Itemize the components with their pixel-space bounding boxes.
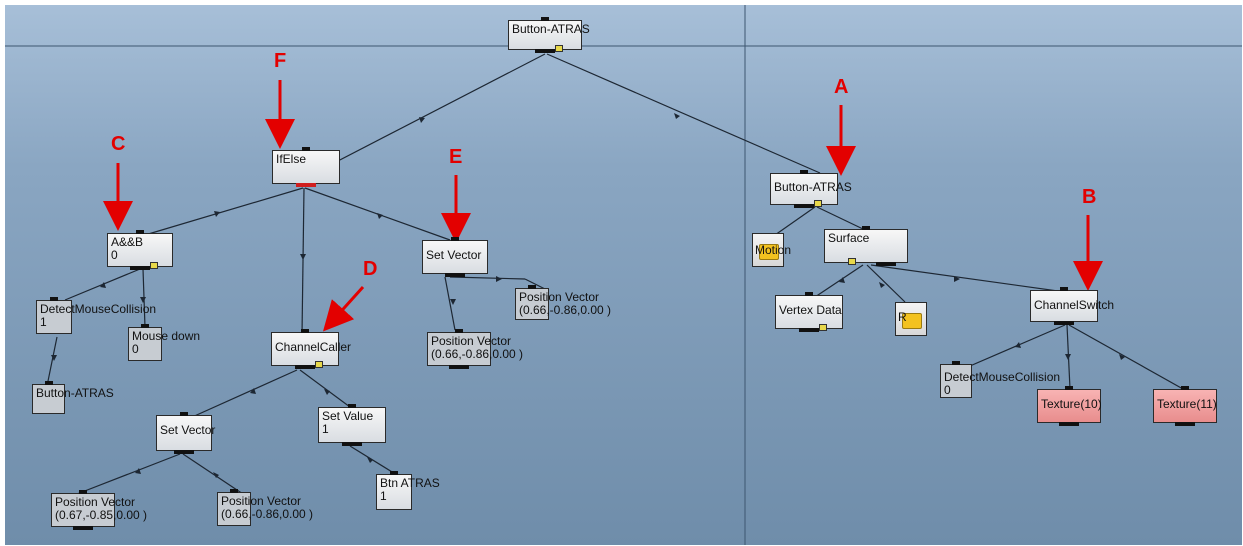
node-channel-caller[interactable]: ChannelCaller: [271, 329, 352, 369]
annotation-label-d: D: [363, 258, 378, 280]
node-surface[interactable]: Surface: [824, 226, 908, 266]
node-title: Position Vector: [519, 290, 600, 304]
node-value: (0.67,-0.85,0.00 ): [55, 508, 148, 522]
node-channel-switch[interactable]: ChannelSwitch: [1030, 287, 1115, 325]
node-title: Set Value: [322, 409, 374, 423]
annotation-label-f: F: [274, 50, 287, 72]
node-title: DetectMouseCollision: [944, 370, 1061, 384]
node-value: 0: [944, 383, 951, 397]
annotation-label-c: C: [111, 133, 126, 155]
node-title: R: [898, 310, 907, 324]
node-title: ChannelSwitch: [1034, 298, 1115, 312]
node-title: Button-ATRAS: [36, 386, 114, 400]
node-title: Vertex Data: [779, 303, 842, 317]
node-position-vector-4[interactable]: Position Vector(0.66,-0.86,0.00 ): [515, 285, 612, 320]
node-title: Button-ATRAS: [512, 22, 590, 36]
node-title: Surface: [828, 231, 870, 245]
node-value: (0.66,-0.86,0.00 ): [221, 507, 314, 521]
annotation-label-b: B: [1082, 186, 1097, 208]
node-value: 1: [380, 489, 387, 503]
node-title: DetectMouseCollision: [40, 302, 157, 316]
node-value: (0.66,-0.86,0.00 ): [519, 303, 612, 317]
node-value: 0: [111, 248, 118, 262]
node-title: Set Vector: [160, 423, 216, 437]
node-r[interactable]: R: [895, 302, 927, 336]
node-title: Mouse down: [132, 329, 201, 343]
connection-wires: [5, 5, 1242, 545]
node-position-vector-1[interactable]: Position Vector(0.67,-0.85,0.00 ): [51, 490, 148, 530]
node-title: IfElse: [276, 152, 307, 166]
node-button-atras-root[interactable]: Button-ATRAS: [508, 17, 590, 53]
node-set-vector-2[interactable]: Set Vector: [422, 237, 488, 277]
node-set-vector-1[interactable]: Set Vector: [156, 412, 216, 454]
node-value: 1: [322, 422, 329, 436]
node-title: Texture(11): [1157, 397, 1217, 411]
node-value: (0.66,-0.86,0.00 ): [431, 347, 524, 361]
node-title: Motion: [755, 243, 792, 257]
folder-icon: [902, 313, 922, 329]
node-value: 1: [40, 315, 47, 329]
node-title: ChannelCaller: [275, 340, 352, 354]
annotation-label-e: E: [449, 146, 463, 168]
node-texture-10[interactable]: Texture(10): [1037, 386, 1102, 426]
node-motion[interactable]: Motion: [752, 233, 791, 267]
node-button-atras-a[interactable]: Button-ATRAS: [770, 170, 852, 208]
node-title: Button-ATRAS: [774, 180, 852, 194]
folder-icon: [759, 244, 779, 260]
annotation-label-a: A: [834, 76, 849, 98]
node-position-vector-2[interactable]: Position Vector(0.66,-0.86,0.00 ): [217, 489, 314, 526]
node-title: Position Vector: [431, 334, 512, 348]
node-title: Set Vector: [426, 248, 482, 262]
node-vertex-data[interactable]: Vertex Data: [775, 292, 843, 332]
node-texture-11[interactable]: Texture(11): [1153, 386, 1217, 426]
node-title: Texture(10): [1041, 397, 1102, 411]
node-value: 0: [132, 342, 139, 356]
node-title: Position Vector: [55, 495, 136, 509]
node-position-vector-3[interactable]: Position Vector(0.66,-0.86,0.00 ): [427, 329, 524, 369]
node-ifelse[interactable]: IfElse: [272, 147, 340, 187]
node-title: Position Vector: [221, 494, 302, 508]
node-title: Btn ATRAS: [380, 476, 440, 490]
node-title: A&&B: [111, 235, 144, 249]
node-button-atras-small[interactable]: Button-ATRAS: [32, 381, 114, 414]
